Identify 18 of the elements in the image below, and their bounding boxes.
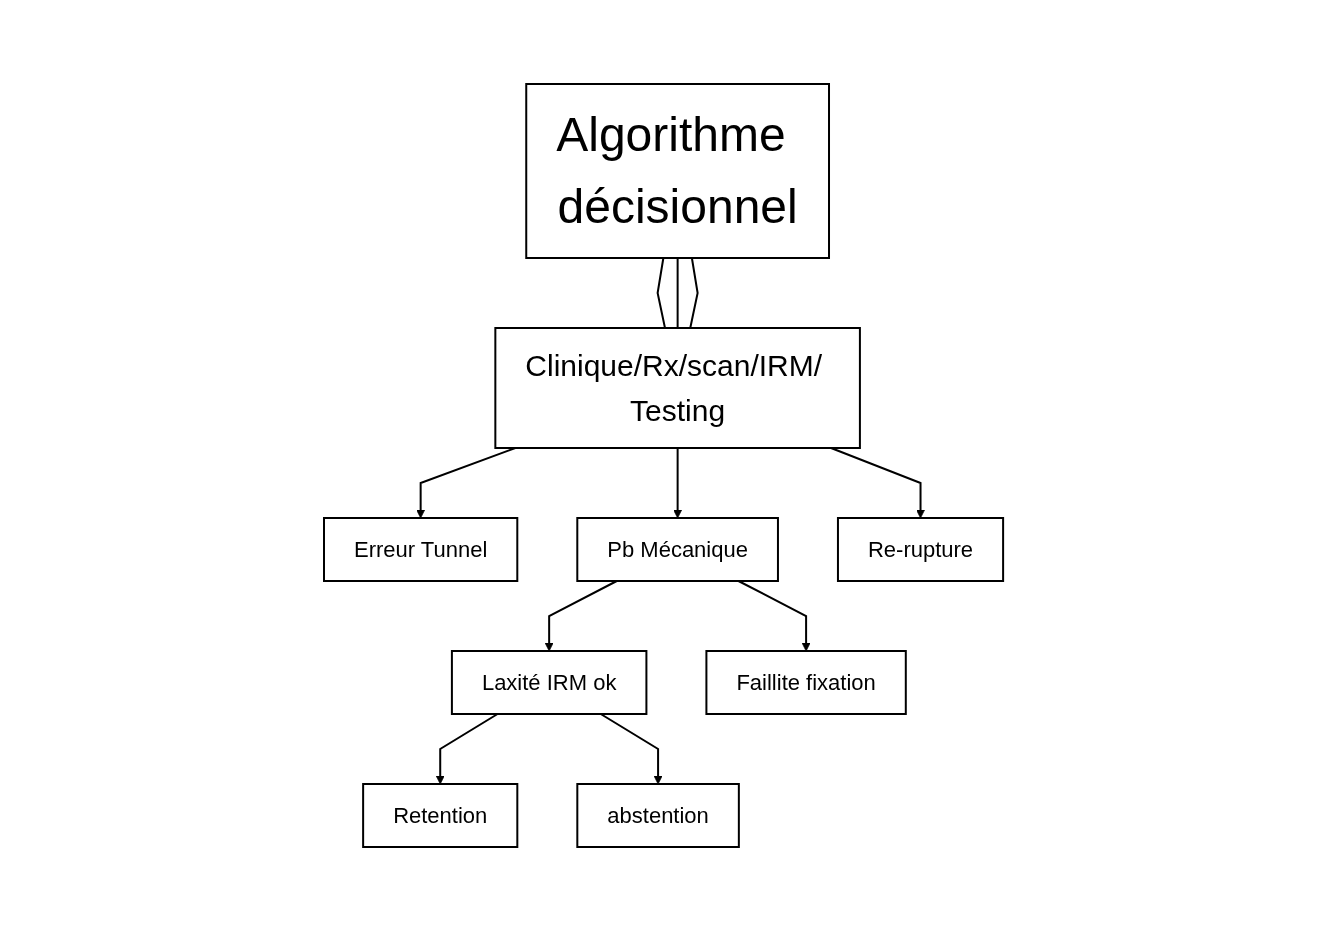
- arrow: [435, 713, 499, 785]
- node-box: abstention: [576, 783, 740, 848]
- node-box: Erreur Tunnel: [322, 517, 519, 582]
- arrow: [673, 447, 682, 519]
- connector: [656, 257, 666, 329]
- arrow: [737, 580, 811, 652]
- node-box: Faillite fixation: [705, 650, 907, 715]
- node-box: Algorithme décisionnel: [525, 83, 830, 259]
- arrow: [830, 447, 925, 519]
- node-box: Retention: [362, 783, 519, 848]
- node-box: Laxité IRM ok: [450, 650, 648, 715]
- node-box: Re-rupture: [836, 517, 1005, 582]
- arrow: [544, 580, 618, 652]
- connector: [676, 257, 679, 329]
- connector: [689, 257, 699, 329]
- arrow: [599, 713, 663, 785]
- node-box: Clinique/Rx/scan/IRM/ Testing: [494, 327, 861, 449]
- node-box: Pb Mécanique: [576, 517, 779, 582]
